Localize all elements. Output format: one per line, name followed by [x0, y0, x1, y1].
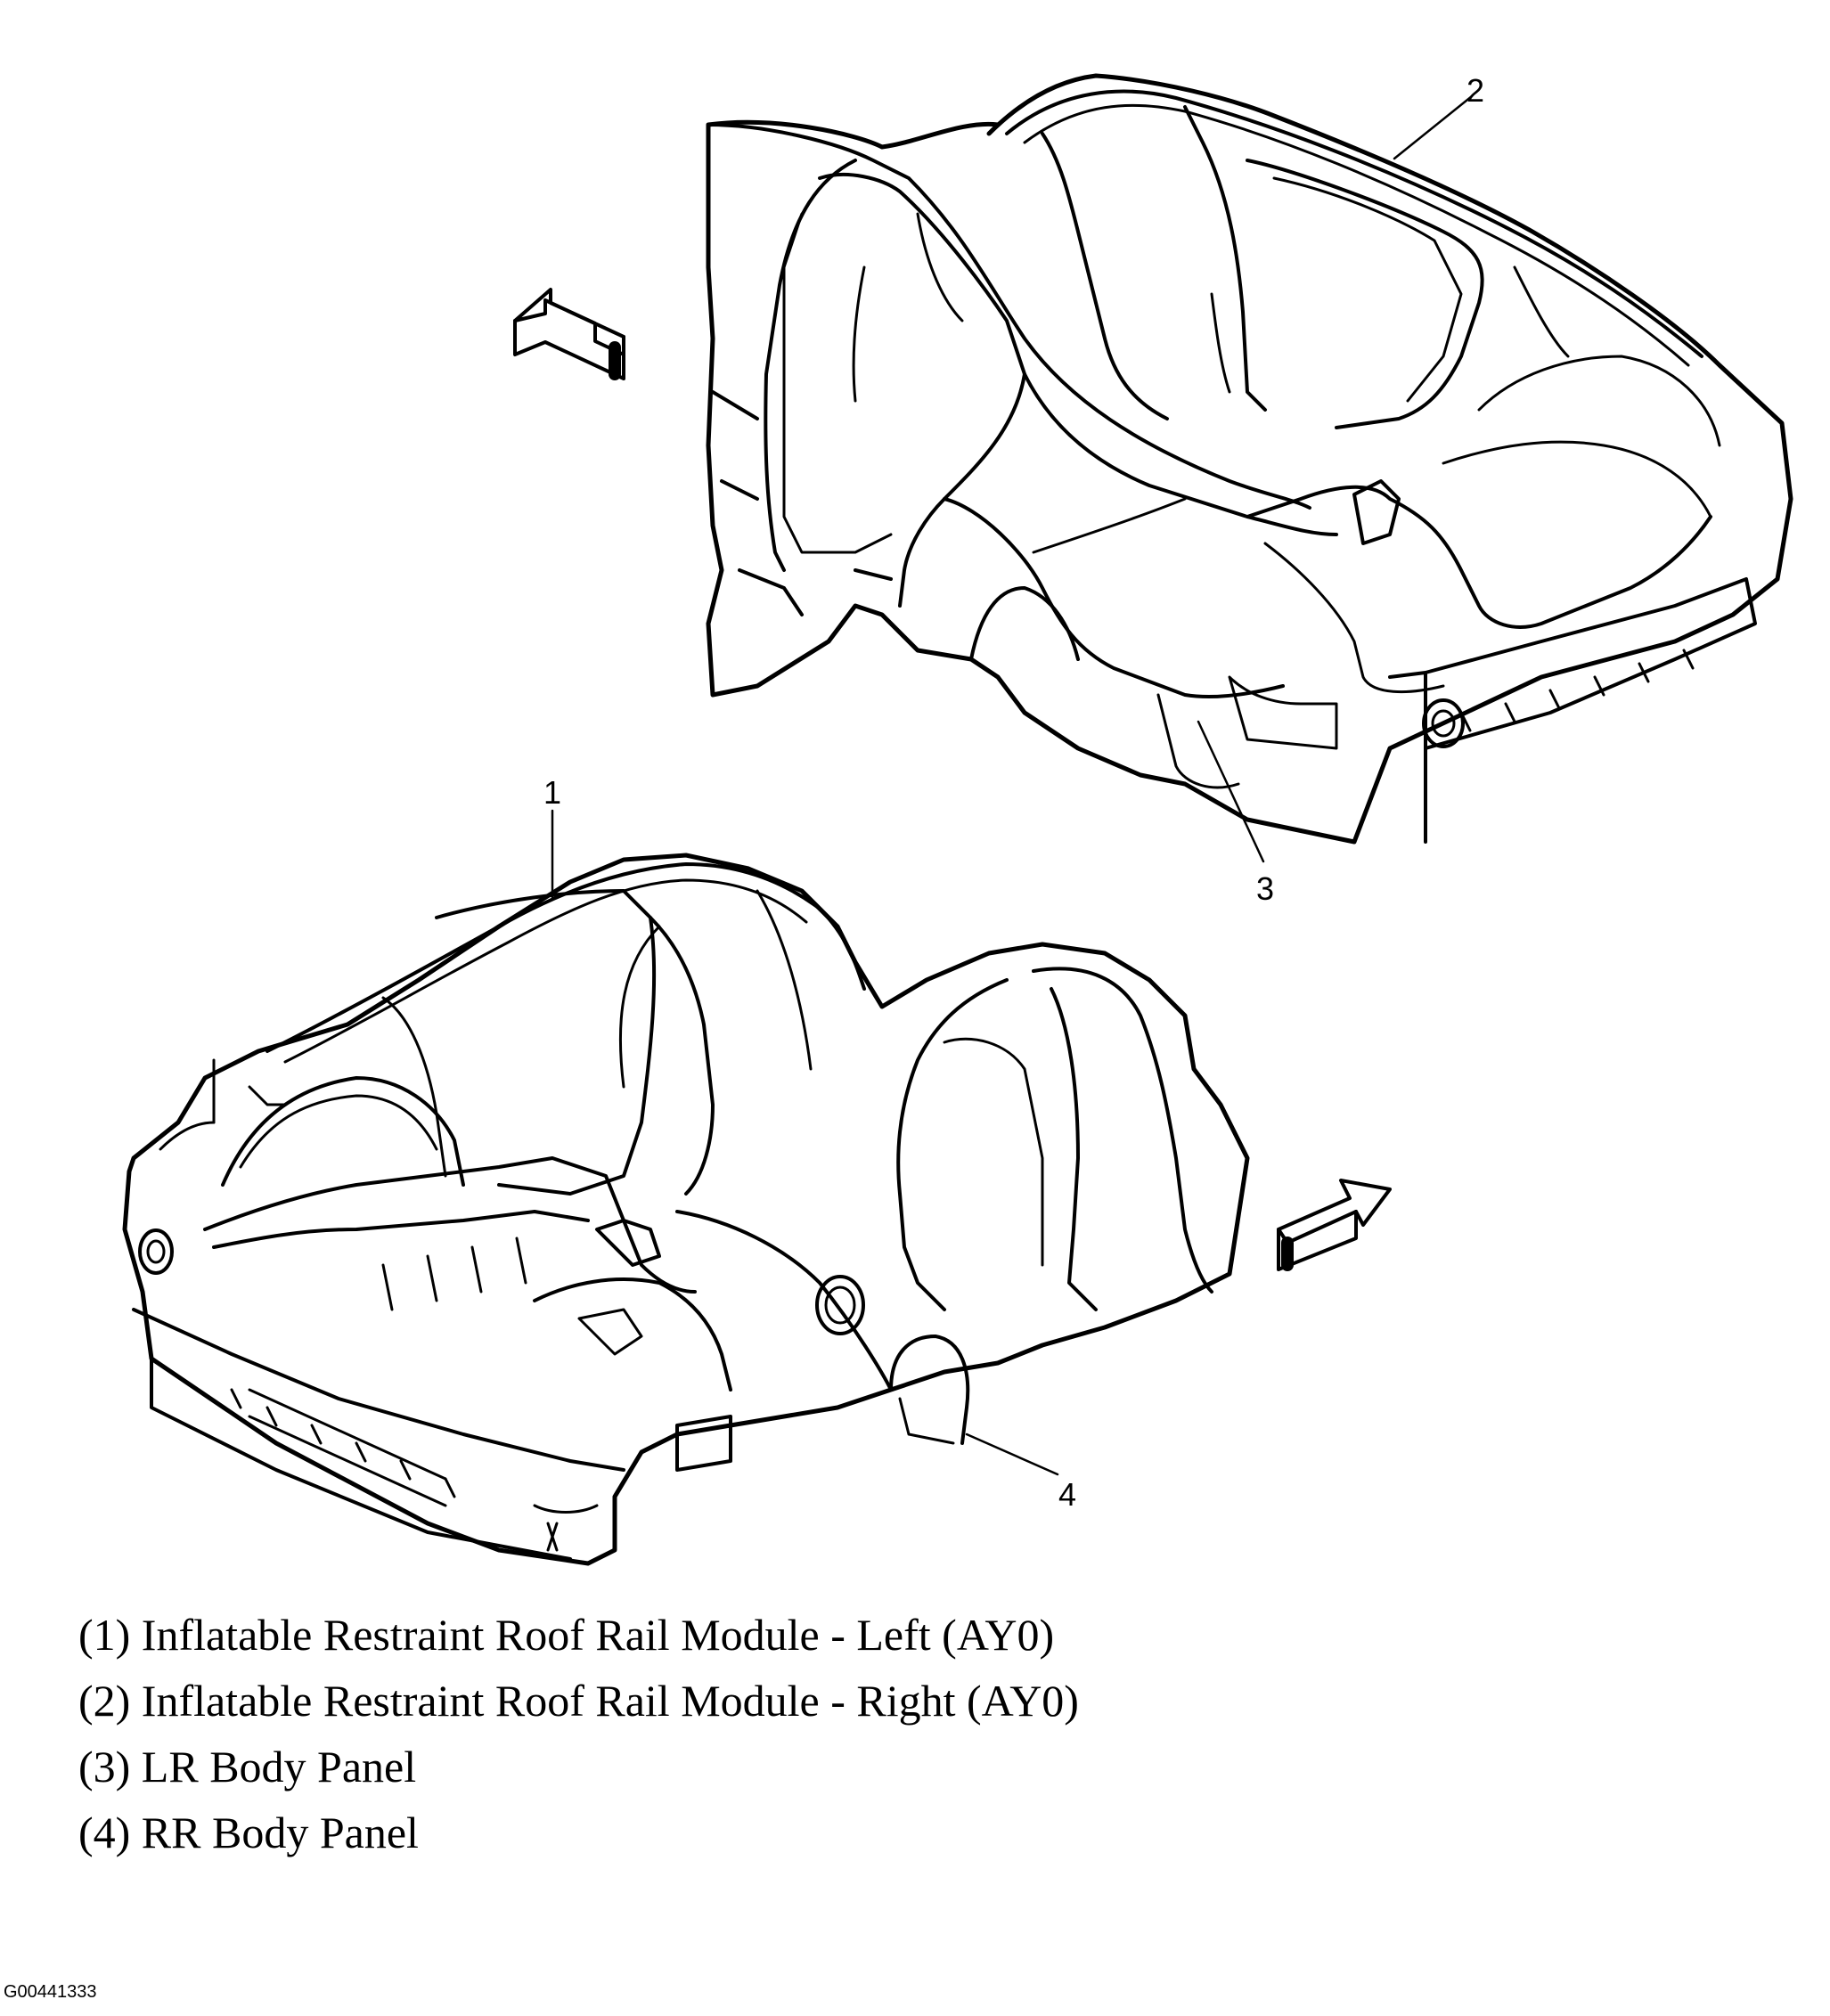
callout-2: 2: [1466, 72, 1485, 109]
legend: (1) Inflatable Restraint Roof Rail Modul…: [78, 1612, 1079, 1876]
legend-item-4: (4) RR Body Panel: [78, 1808, 419, 1857]
figure-id: G00441333: [4, 1982, 97, 2002]
callout-1: 1: [543, 774, 562, 811]
body-structure-diagram: [122, 73, 1793, 1566]
leader-line-2: [1393, 94, 1474, 160]
lower-body-view: [122, 853, 1392, 1566]
legend-item-1: (1) Inflatable Restraint Roof Rail Modul…: [78, 1610, 1055, 1660]
callout-3: 3: [1256, 870, 1275, 907]
callout-4: 4: [1058, 1476, 1077, 1513]
legend-item-2: (2) Inflatable Restraint Roof Rail Modul…: [78, 1676, 1079, 1726]
front-direction-arrow-upper: [513, 288, 625, 380]
upper-body-view: [513, 73, 1793, 845]
legend-item-3: (3) LR Body Panel: [78, 1742, 417, 1792]
leader-line-3: [1197, 720, 1265, 863]
front-direction-arrow-lower: [1277, 1179, 1392, 1271]
leader-line-4: [965, 1432, 1059, 1476]
